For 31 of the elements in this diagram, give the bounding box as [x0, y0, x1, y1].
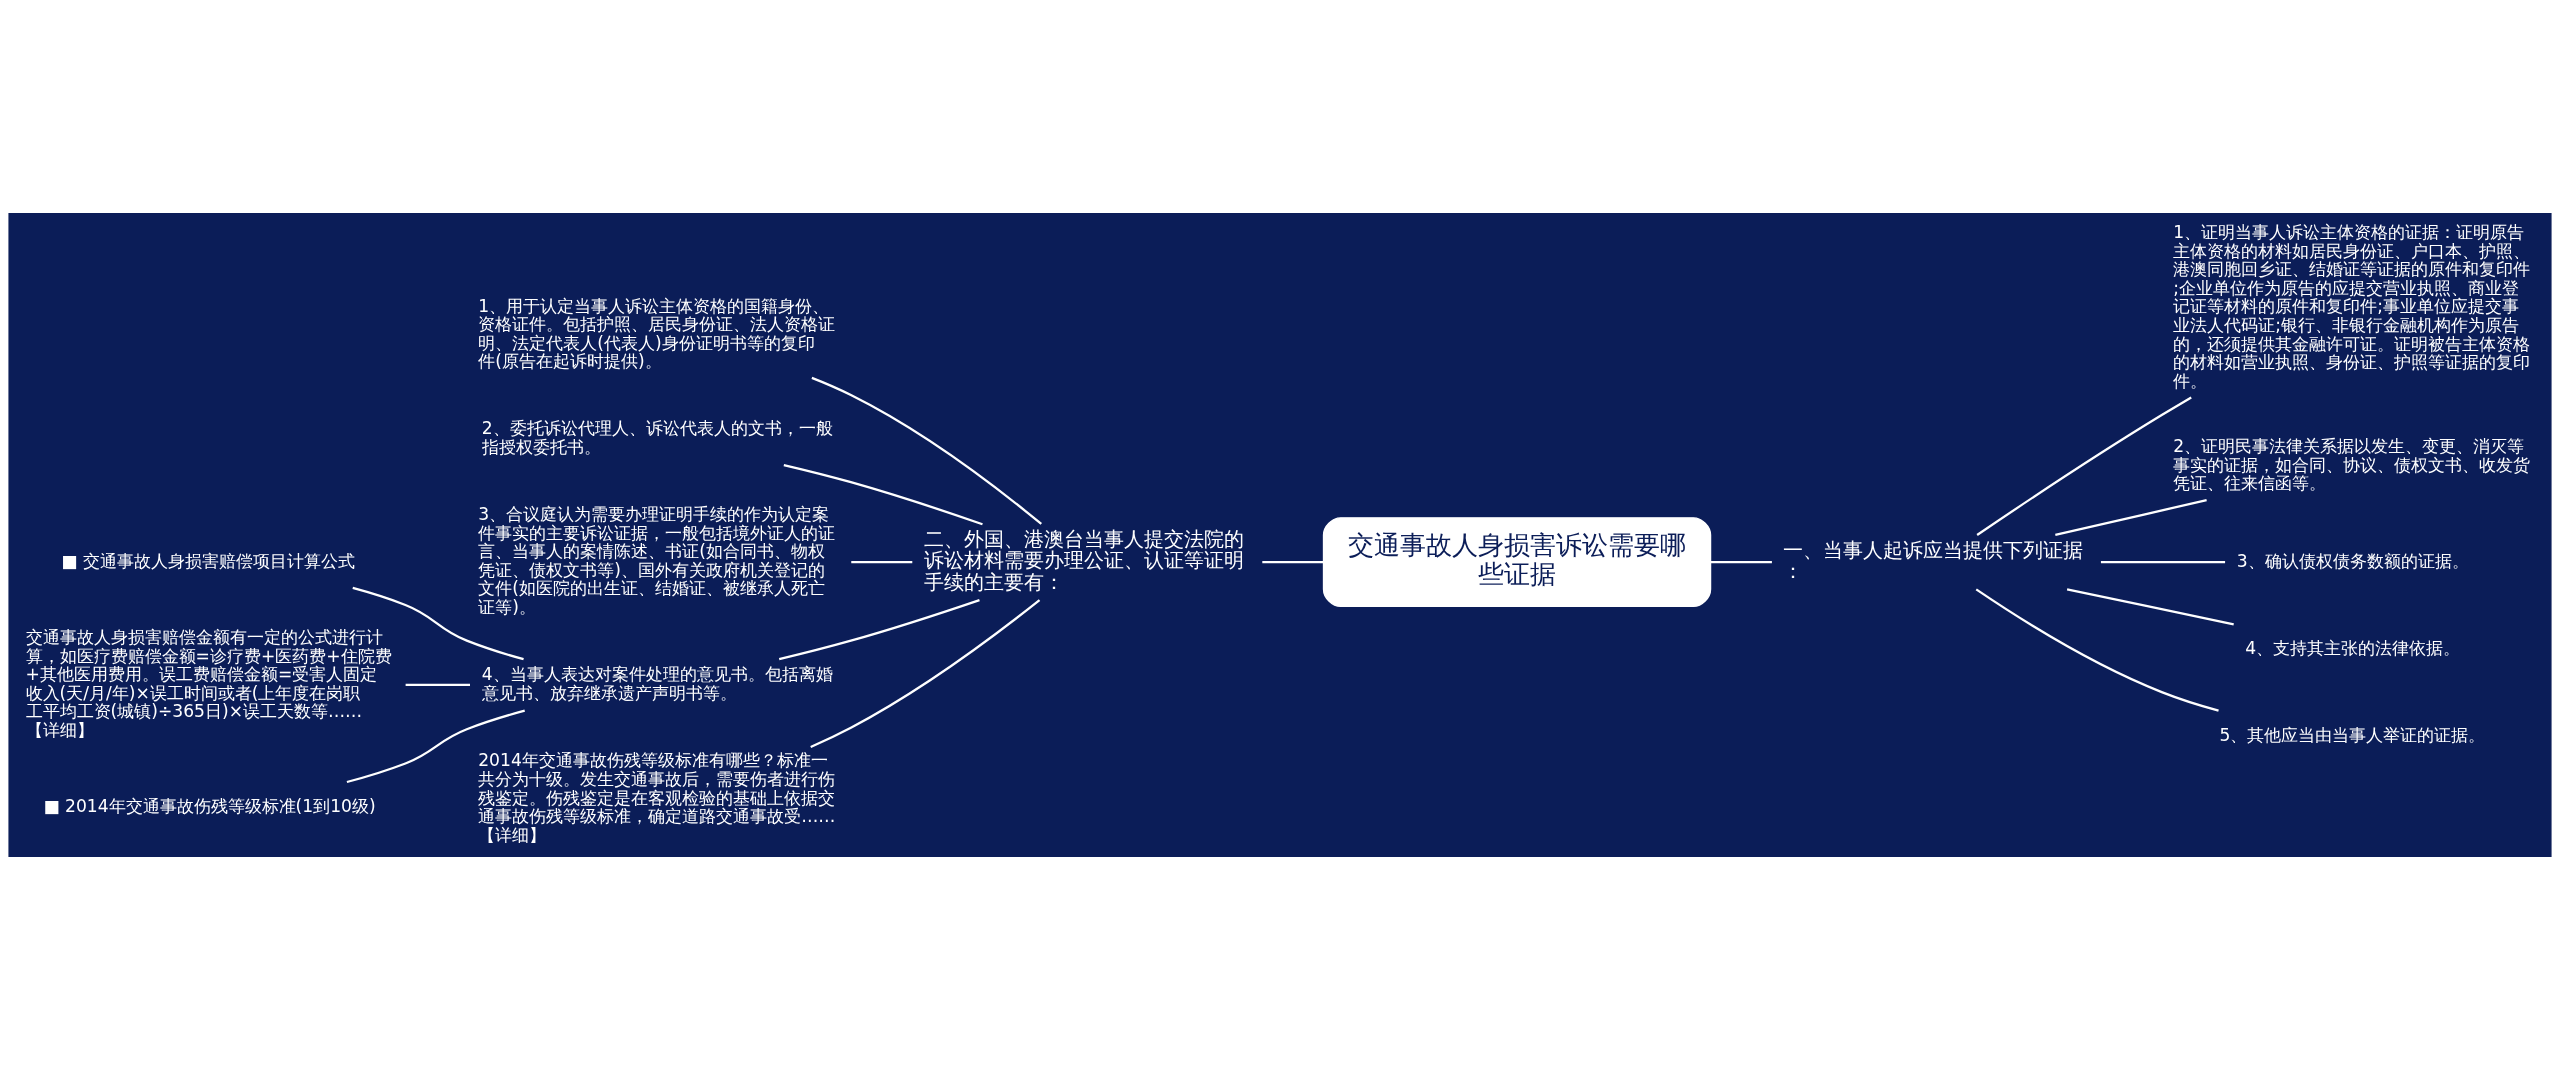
node-text: 4、当事人表达对案件处理的意见书。包括离婚意见书、放弃继承遗产声明书等。	[481, 663, 833, 703]
node-text: ■ 交通事故人身损害赔偿项目计算公式	[61, 550, 355, 571]
connector	[2066, 587, 2234, 625]
node-text: 1、用于认定当事人诉讼主体资格的国籍身份、资格证件。包括护照、居民身份证、法人资格证明、法定代表人(代表人)身份证明书等的复印件(原告在起诉时提供)。	[478, 295, 836, 371]
node-text: 1、证明当事人诉讼主体资格的证据：证明原告主体资格的材料如居民身份证、户口本、护照、港澳同胞回乡证、结婚证等证据的原件和复印件;企业单位作为原告的应提交营业执照、商业登记证等材料的原件和复印件;事业单位应提交事业法人代码证;银行、非银行金融机构作为原告的，还须提供其金融许可证。证明被告主体资格的材料如营业执照、身份证、护照等证据的复印件。	[2173, 221, 2531, 391]
node-text: 二、外国、港澳台当事人提交法院的诉讼材料需要办理公证、认证等证明手续的主要有：	[923, 526, 1244, 594]
connector	[810, 598, 1041, 748]
connector	[778, 598, 980, 660]
connector	[1975, 587, 2219, 712]
node-text: ■ 2014年交通事故伤残等级标准(1到10级)	[43, 795, 376, 816]
connector	[811, 376, 1042, 525]
connector	[405, 683, 470, 686]
connector	[346, 709, 525, 783]
connector	[1262, 560, 1324, 563]
connector	[1976, 395, 2192, 536]
node-text: 一、当事人起诉应当提供下列证据：	[1783, 537, 2084, 583]
connector	[1710, 560, 1772, 563]
node-text: 3、合议庭认为需要办理证明手续的作为认定案件事实的主要诉讼证据，一般包括境外证人的证言、当事人的案情陈述、书证(如合同书、物权凭证、债权文书等)、国外有关政府机关登记的文件(如医院的出生证、结婚证、被继承人死亡证等)。	[478, 503, 836, 617]
node-box: 交通事故人身损害诉讼需要哪些证据	[1322, 516, 1712, 607]
node-text: 交通事故人身损害赔偿金额有一定的公式进行计算，如医疗费赔偿金额=诊疗费+医药费+住院费+其他医用费用。误工费赔偿金额=受害人固定收入(天/月/年)×误工时间或者(上年度在岗职工平均工资(城镇)÷365日)×误工天数等……【详细】	[25, 626, 392, 740]
node-text: 4、支持其主张的法律依据。	[2245, 637, 2461, 658]
connector	[2055, 498, 2207, 536]
connector	[783, 463, 983, 525]
connector	[352, 586, 524, 660]
connector	[851, 560, 913, 563]
node-text: 5、其他应当由当事人举证的证据。	[2219, 724, 2486, 745]
node-text: 3、确认债权债务数额的证据。	[2236, 550, 2469, 571]
connector	[2100, 560, 2226, 563]
node-text: 2014年交通事故伤残等级标准有哪些？标准一共分为十级。发生交通事故后，需要伤者进行伤残鉴定。伤残鉴定是在客观检验的基础上依据交通事故伤残等级标准，确定道路交通事故受……【详细】	[478, 749, 836, 845]
node-text: 2、委托诉讼代理人、诉讼代表人的文书，一般指授权委托书。	[481, 417, 833, 457]
node-text: 2、证明民事法律关系据以发生、变更、消灭等事实的证据，如合同、协议、债权文书、收发货凭证、往来信函等。	[2173, 435, 2531, 493]
